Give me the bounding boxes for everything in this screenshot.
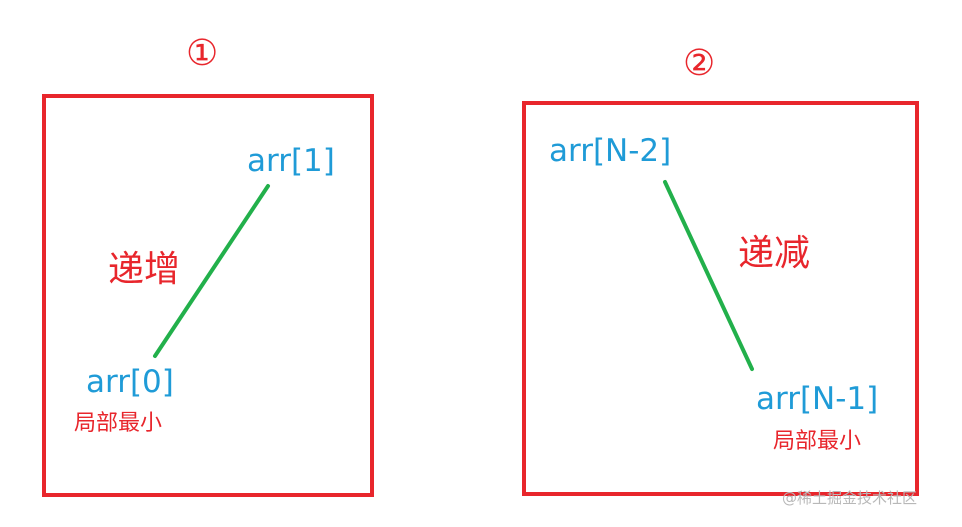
case2-bottom-element-label: arr[N-1]: [756, 381, 879, 417]
case1-top-element-label: arr[1]: [247, 143, 335, 179]
case2-local-minimum-note: 局部最小: [773, 429, 862, 454]
case1-increasing-line: [153, 184, 270, 358]
watermark: @稀土掘金技术社区: [782, 489, 918, 507]
case1-panel: [42, 94, 374, 497]
case2-top-element-label: arr[N-2]: [549, 133, 672, 169]
case1-number-marker: ①: [186, 33, 219, 74]
case1-bottom-element-label: arr[0]: [86, 364, 174, 400]
case1-local-minimum-note: 局部最小: [74, 411, 163, 436]
case2-decreasing-line: [663, 180, 754, 371]
case2-panel: [522, 101, 919, 496]
case2-number-marker: ②: [683, 43, 716, 84]
case1-trend-label: 递增: [108, 249, 181, 290]
case2-trend-label: 递减: [738, 233, 811, 274]
